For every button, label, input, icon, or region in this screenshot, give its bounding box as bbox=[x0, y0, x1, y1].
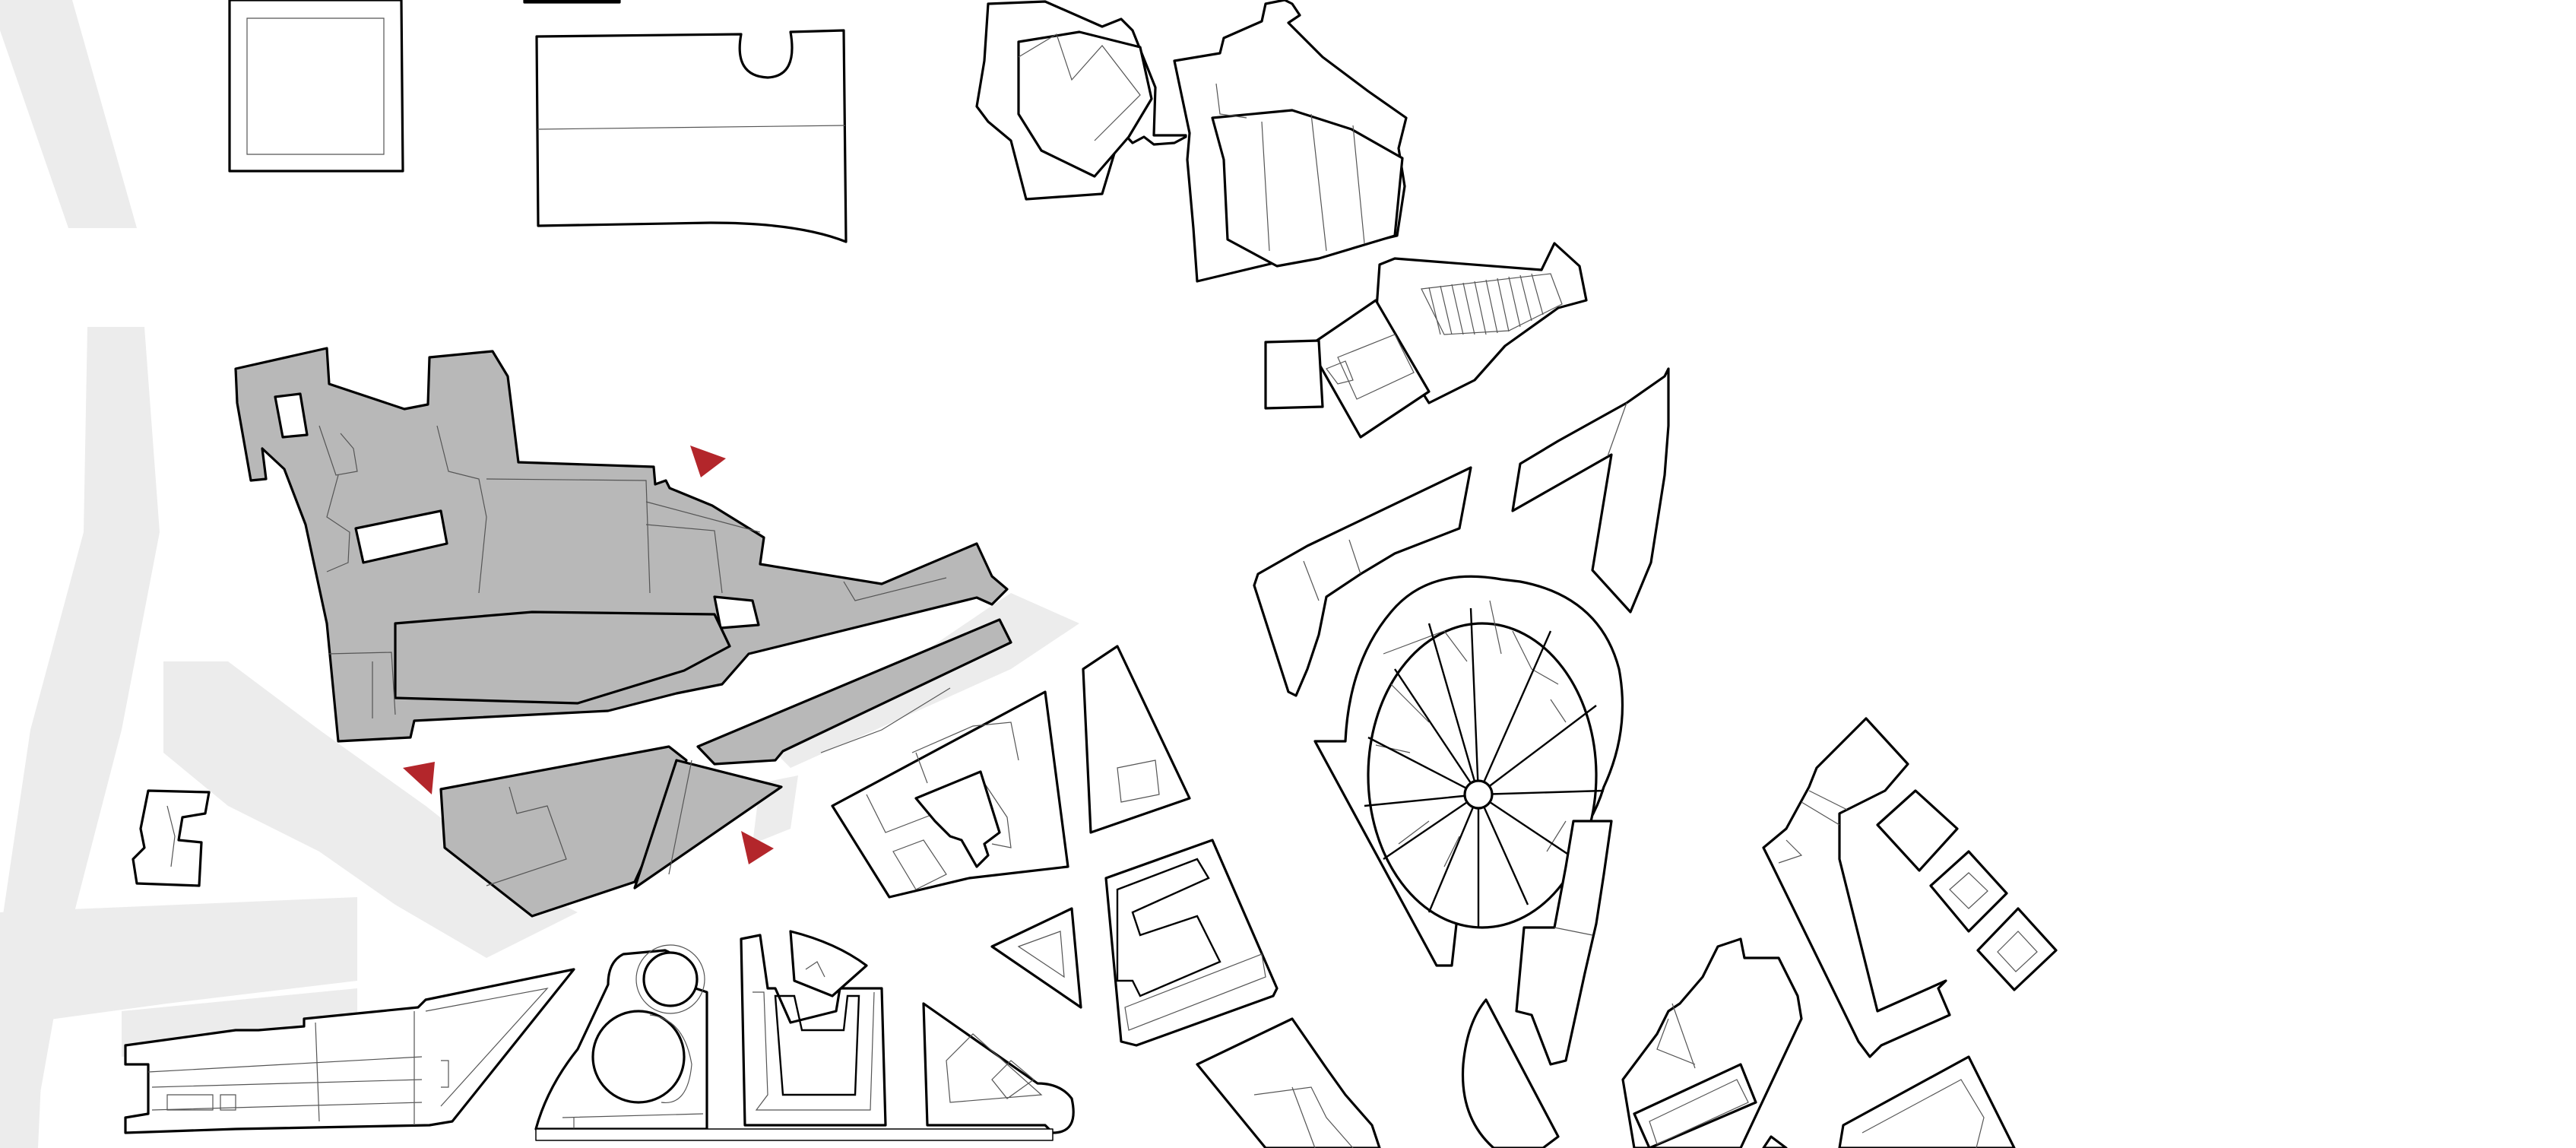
building-east-square bbox=[1876, 789, 1959, 872]
entrance-marker-north-icon bbox=[690, 446, 726, 477]
building-se-block bbox=[1621, 937, 1803, 1148]
site-wing-east bbox=[696, 618, 1012, 766]
entrance-markers bbox=[403, 446, 774, 864]
building-boomerang bbox=[1511, 367, 1670, 614]
building-se-corner bbox=[1838, 1055, 2016, 1148]
building-tall-triangle bbox=[1082, 645, 1191, 834]
dome-circle-small bbox=[642, 951, 699, 1007]
site-courtyard-notch bbox=[713, 595, 760, 629]
street-diagonal-plaza bbox=[163, 661, 578, 958]
highlighted-site bbox=[234, 347, 1012, 918]
entrance-marker-south-icon bbox=[741, 831, 774, 864]
building-octagon bbox=[1017, 30, 1153, 178]
building-southwest-long bbox=[124, 968, 575, 1134]
building-east-square-3 bbox=[1976, 907, 2058, 991]
site-courtyard-mid bbox=[354, 509, 448, 564]
building-oval-pavilion bbox=[1313, 575, 1624, 967]
street-left-edge bbox=[0, 981, 46, 1148]
building-c-block bbox=[1104, 839, 1278, 1047]
building-west-small bbox=[131, 789, 211, 887]
building-east-square-2 bbox=[1929, 850, 2008, 933]
site-wing-triangle bbox=[633, 759, 783, 890]
building-south-triangle-courtyard bbox=[922, 1002, 1075, 1134]
building-rect-west-stair bbox=[1264, 339, 1324, 410]
surrounding-buildings bbox=[124, 0, 2058, 1148]
oval-spokes bbox=[1364, 607, 1605, 928]
building-south-fan bbox=[789, 930, 868, 997]
street-south-west bbox=[0, 897, 357, 1026]
oval-inner bbox=[1367, 622, 1598, 929]
site-interior-lines bbox=[318, 425, 951, 886]
building-half-moon bbox=[1461, 998, 1560, 1148]
building-triangle-courtyard bbox=[914, 770, 1001, 868]
building-stub-top bbox=[523, 0, 621, 4]
building-south-wedge bbox=[1196, 1017, 1381, 1148]
oval-center-hub bbox=[1463, 779, 1494, 810]
street-north-west bbox=[0, 0, 137, 228]
building-rot-square bbox=[1307, 299, 1431, 439]
dome-circle-large bbox=[591, 1010, 686, 1104]
entrance-marker-west-icon bbox=[403, 762, 435, 794]
building-south-edge-rect bbox=[535, 1128, 1054, 1141]
building-se-stub bbox=[1762, 1135, 1788, 1148]
site-courtyard-top bbox=[274, 392, 309, 439]
site-hall-long bbox=[394, 610, 731, 705]
building-rect-north bbox=[535, 29, 848, 243]
building-square-nw bbox=[228, 0, 404, 173]
